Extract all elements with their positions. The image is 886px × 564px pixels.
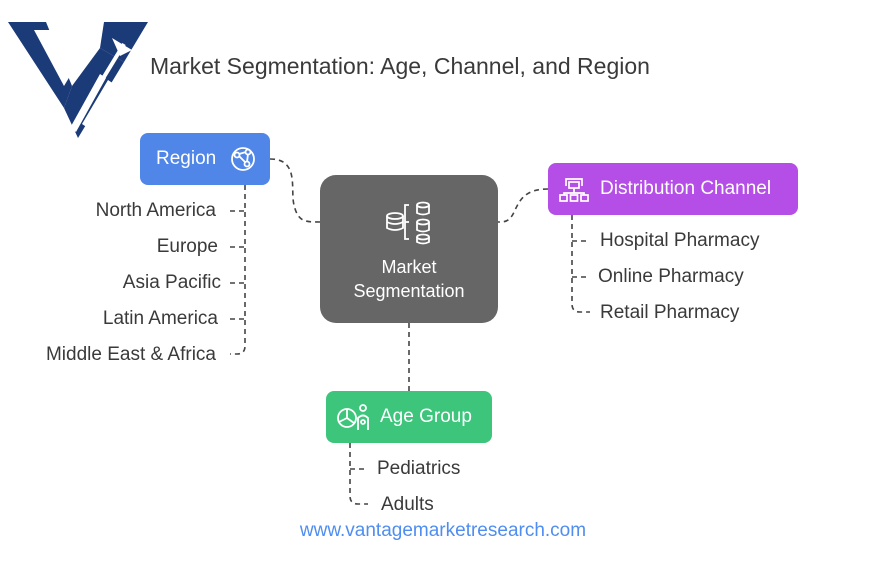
page-title: Market Segmentation: Age, Channel, and R… bbox=[150, 53, 650, 79]
age-chart-person-icon bbox=[337, 404, 369, 430]
distribution-item: Online Pharmacy bbox=[598, 266, 744, 287]
globe-network-icon bbox=[231, 147, 255, 171]
region-label: Region bbox=[156, 148, 217, 169]
age-group-node: Age Group bbox=[326, 391, 492, 443]
footer-website-link[interactable]: www.vantagemarketresearch.com bbox=[299, 520, 587, 541]
center-label-line1: Market bbox=[381, 257, 437, 277]
distribution-channel-label: Distribution Channel bbox=[600, 178, 772, 199]
distribution-channel-node: Distribution Channel bbox=[548, 163, 798, 215]
region-node: Region bbox=[140, 133, 270, 185]
age-group-label: Age Group bbox=[380, 406, 472, 427]
region-item: Europe bbox=[156, 236, 218, 257]
center-label: Market Segmentation bbox=[320, 255, 498, 303]
distribution-item: Retail Pharmacy bbox=[600, 302, 740, 323]
age-item: Adults bbox=[381, 494, 434, 515]
region-item: Latin America bbox=[102, 308, 218, 329]
region-item: Middle East & Africa bbox=[45, 344, 216, 365]
warehouse-network-icon bbox=[559, 178, 589, 202]
age-item: Pediatrics bbox=[377, 458, 461, 479]
vmr-logo bbox=[8, 22, 148, 138]
region-item: Asia Pacific bbox=[122, 272, 221, 293]
distribution-item: Hospital Pharmacy bbox=[600, 230, 760, 251]
center-label-line2: Segmentation bbox=[353, 281, 465, 301]
region-item: North America bbox=[95, 200, 216, 221]
center-node: Market Segmentation bbox=[320, 175, 498, 323]
database-stack-icon bbox=[386, 201, 430, 245]
